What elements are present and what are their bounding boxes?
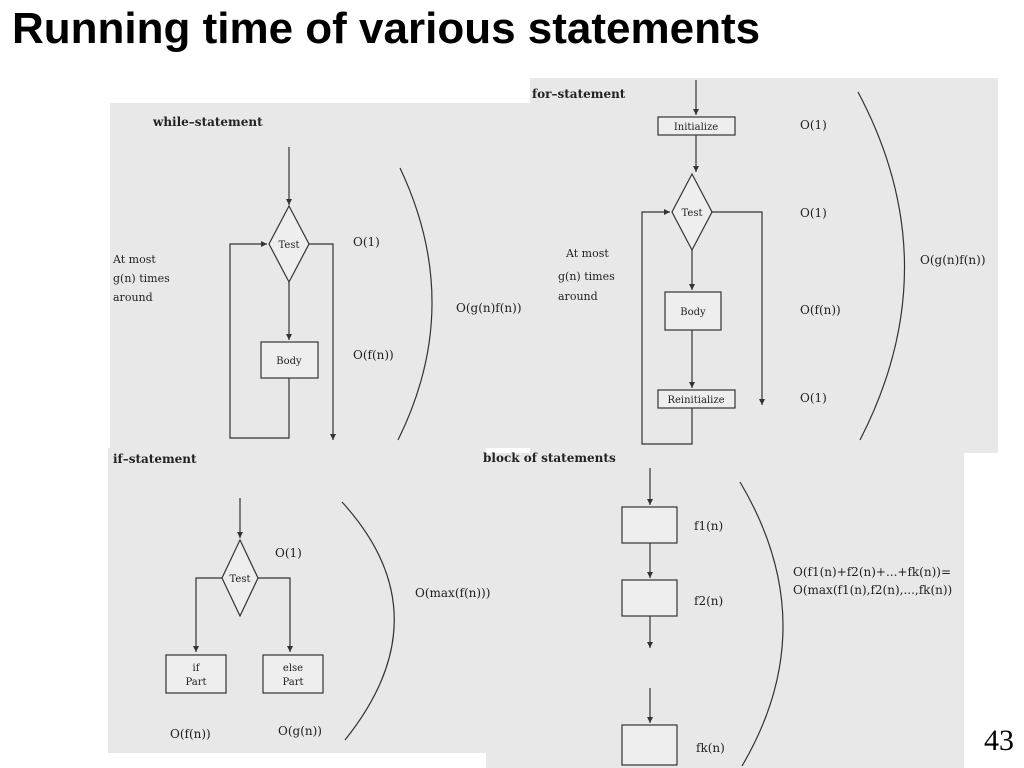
while-cost-test: O(1): [353, 235, 380, 249]
block-total-line-2: O(max(f1(n),f2(n),...,fk(n)): [793, 583, 952, 597]
while-brace-arc: [397, 167, 433, 441]
if-cost-test: O(1): [275, 546, 302, 560]
if-true-branch-line: [193, 577, 222, 652]
if-test-diamond: [221, 538, 259, 618]
for-reinitialize-box: [657, 389, 736, 409]
for-cost-init: O(1): [800, 118, 827, 132]
block-cost-k: fk(n): [696, 741, 725, 755]
block-header: block of statements: [483, 451, 616, 465]
slide-title: Running time of various statements: [12, 4, 761, 53]
if-header: if–statement: [113, 452, 197, 466]
for-side-line-1: At most: [565, 247, 609, 260]
else-part-box: [262, 654, 324, 694]
while-side-line-1: At most: [112, 253, 156, 266]
for-cost-test: O(1): [800, 206, 827, 220]
for-header: for–statement: [532, 87, 626, 101]
while-loop-back-line: [229, 241, 290, 439]
while-cost-body: O(f(n)): [353, 348, 394, 362]
if-cost-if-part: O(f(n)): [170, 727, 211, 741]
for-test-label: Test: [682, 208, 703, 219]
for-cost-body: O(f(n)): [800, 303, 841, 317]
if-total-cost: O(max(f(n))): [415, 586, 490, 600]
if-false-branch-line: [258, 577, 293, 652]
block-total-line-1: O(f1(n)+f2(n)+...+fk(n))=: [793, 565, 951, 579]
for-exit-line: [712, 211, 765, 405]
if-brace-arc: [341, 501, 395, 741]
if-part-box: [165, 654, 227, 694]
block-panel: [486, 453, 964, 768]
block-cost-1: f1(n): [694, 519, 723, 533]
page-number: 43: [984, 724, 1014, 757]
while-side-line-3: around: [113, 291, 153, 304]
while-side-line-2: g(n) times: [113, 272, 170, 285]
for-body-box: [664, 291, 722, 331]
for-brace-arc: [857, 91, 906, 441]
while-test-label: Test: [279, 240, 300, 251]
for-side-line-3: around: [558, 290, 598, 303]
if-panel: [108, 448, 486, 753]
block-statement-2-box: [621, 579, 678, 617]
block-statement-1-box: [621, 506, 678, 544]
for-statement-diagram: for–statement Initialize Test Body Reini…: [532, 80, 986, 445]
for-reinitialize-label: Reinitialize: [667, 395, 724, 406]
if-statement-diagram: if–statement Test if Part else Part O(1)…: [113, 452, 490, 741]
for-cost-reinit: O(1): [800, 391, 827, 405]
if-part-label-1: if: [193, 663, 201, 674]
for-total-cost: O(g(n)f(n)): [920, 253, 986, 267]
block-brace-arc: [739, 481, 784, 767]
while-total-cost: O(g(n)f(n)): [456, 301, 522, 315]
for-body-label: Body: [680, 307, 706, 318]
while-header: while–statement: [152, 115, 263, 129]
block-cost-2: f2(n): [694, 594, 723, 608]
for-loop-back-line: [641, 209, 693, 445]
else-part-label-1: else: [283, 663, 303, 674]
while-body-box: [260, 341, 319, 379]
block-statement-k-box: [621, 724, 678, 766]
else-part-label-2: Part: [282, 677, 303, 688]
if-cost-else-part: O(g(n)): [278, 724, 322, 738]
if-test-label: Test: [230, 574, 251, 585]
while-panel: [110, 103, 530, 448]
while-exit-line: [309, 243, 336, 440]
for-side-line-2: g(n) times: [558, 270, 615, 283]
if-part-label-2: Part: [185, 677, 206, 688]
while-body-label: Body: [276, 356, 302, 367]
for-panel: [530, 78, 998, 453]
for-initialize-label: Initialize: [674, 122, 718, 133]
while-statement-diagram: while–statement Test Body At most g(n) t…: [112, 115, 522, 441]
block-statement-diagram: block of statements f1(n) f2(n) fk(n) O(…: [483, 451, 952, 767]
